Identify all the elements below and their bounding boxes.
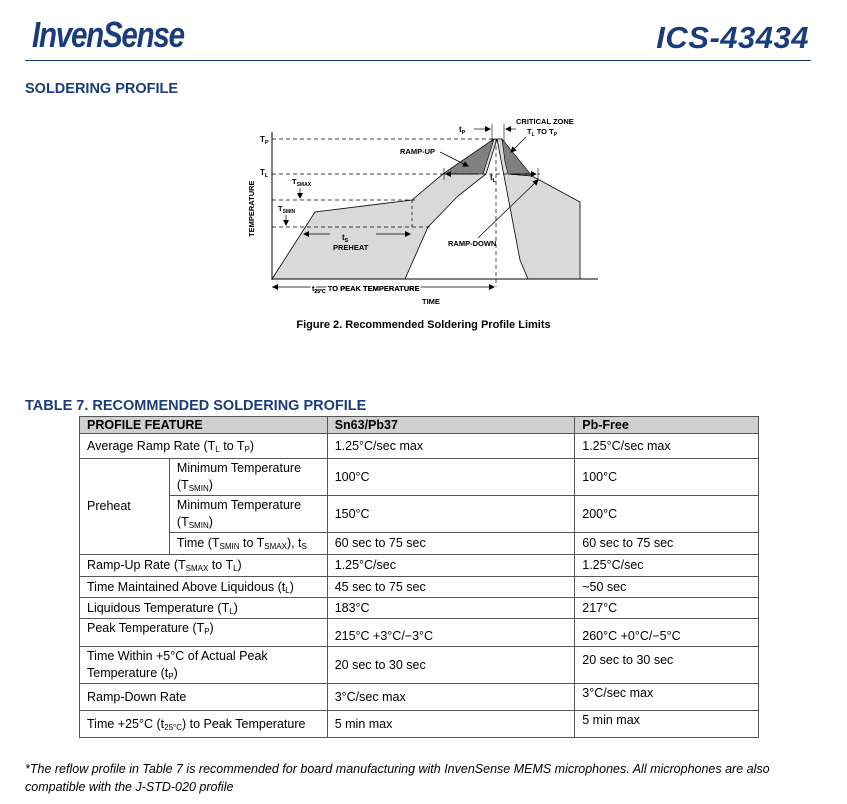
cell-sn63: 20 sec to 30 sec	[326, 646, 576, 684]
cell-pb-free: 217°C	[574, 597, 759, 619]
table-row: Time Maintained Above Liquidous (tL) 45 …	[79, 576, 759, 598]
cell-sn63: 100°C	[326, 458, 576, 496]
cell-pb-free: 3°C/sec max	[574, 683, 759, 711]
x-axis-title: TIME	[422, 297, 440, 306]
figure-caption: Figure 2. Recommended Soldering Profile …	[296, 319, 551, 331]
row-label: Ramp-Up Rate (TSMAX to TL)	[79, 554, 328, 577]
cell-pb-free: 60 sec to 75 sec	[574, 532, 759, 555]
cell-pb-free: 1.25°C/sec max	[574, 433, 759, 459]
table-row: Preheat Minimum Temperature (TSMIN) 100°…	[79, 458, 759, 555]
cell-sn63: 215°C +3°C/−3°C	[326, 618, 576, 647]
table-title: TABLE 7. RECOMMENDED SOLDERING PROFILE	[25, 398, 367, 414]
tp-level-label: TP	[260, 135, 269, 146]
row-label: Peak Temperature (TP)	[79, 618, 328, 647]
row-label: Liquidous Temperature (TL)	[79, 597, 328, 619]
table-header-row: PROFILE FEATURE Sn63/Pb37 Pb-Free	[79, 416, 759, 434]
row-label: Average Ramp Rate (TL to TP)	[79, 433, 328, 459]
row-label: Minimum Temperature (TSMIN)	[168, 495, 328, 533]
table-row: Liquidous Temperature (TL) 183°C 217°C	[79, 597, 759, 619]
table-row: Ramp-Down Rate 3°C/sec max 3°C/sec max	[79, 683, 759, 711]
row-label: Minimum Temperature (TSMIN)	[168, 458, 328, 496]
table-row: Time Within +5°C of Actual Peak Temperat…	[79, 646, 759, 684]
part-number: ICS-43434	[656, 20, 809, 55]
table-row: Peak Temperature (TP) 215°C +3°C/−3°C 26…	[79, 618, 759, 647]
table-row: Average Ramp Rate (TL to TP) 1.25°C/sec …	[79, 433, 759, 459]
tl-time-label: tL	[490, 173, 497, 184]
row-label: Ramp-Down Rate	[79, 683, 328, 711]
tsmax-label: TSMAX	[292, 177, 312, 188]
cell-sn63: 5 min max	[326, 710, 576, 738]
ramp-up-label: RAMP-UP	[400, 147, 435, 156]
row-label: Time +25°C (t25°C) to Peak Temperature	[79, 710, 328, 738]
cell-pb-free: 1.25°C/sec	[574, 554, 759, 577]
y-axis-title: TEMPERATURE	[247, 180, 256, 237]
tsmin-label: TSMIN	[278, 204, 295, 215]
cell-sn63: 183°C	[326, 597, 576, 619]
row-label: Time Maintained Above Liquidous (tL)	[79, 576, 328, 598]
profile-envelope	[271, 138, 581, 280]
cell-pb-free: 200°C	[574, 495, 759, 533]
cell-pb-free: 260°C +0°C/−5°C	[574, 618, 759, 647]
soldering-profile-table: PROFILE FEATURE Sn63/Pb37 Pb-Free Averag…	[79, 416, 759, 738]
cell-pb-free: 100°C	[574, 458, 759, 496]
table-row: Time +25°C (t25°C) to Peak Temperature 5…	[79, 710, 759, 738]
soldering-profile-figure: TP TL TSMAX TSMIN TEMPERATURE tS PREHEAT…	[247, 117, 598, 306]
cell-sn63: 45 sec to 75 sec	[326, 576, 576, 598]
table-row: Minimum Temperature (TSMIN) 150°C 200°C	[80, 495, 759, 533]
preheat-label: Preheat	[79, 458, 170, 555]
tl-level-label: TL	[260, 168, 269, 179]
cell-sn63: 3°C/sec max	[326, 683, 576, 711]
footnote: *The reflow profile in Table 7 is recomm…	[25, 762, 770, 794]
cell-sn63: 1.25°C/sec max	[326, 433, 576, 459]
header-sn63: Sn63/Pb37	[326, 416, 576, 434]
table-row: Time (TSMIN to TSMAX), tS 60 sec to 75 s…	[80, 532, 759, 555]
t25-label-text: t25°C TO PEAK TEMPERATURE	[312, 284, 420, 295]
preheat-label: PREHEAT	[333, 243, 369, 252]
ramp-down-label: RAMP-DOWN	[448, 239, 496, 248]
cell-pb-free: ~50 sec	[574, 576, 759, 598]
cell-sn63: 150°C	[326, 495, 576, 533]
header-profile-feature: PROFILE FEATURE	[79, 416, 328, 434]
invensense-logo: InvenSense	[32, 14, 185, 55]
critical-zone-range: TL TO TP	[527, 127, 558, 138]
cell-sn63: 60 sec to 75 sec	[326, 532, 576, 555]
row-label: Time (TSMIN to TSMAX), tS	[168, 532, 328, 555]
tp-time-label: tP	[459, 125, 466, 136]
cell-pb-free: 5 min max	[574, 710, 759, 738]
ts-label: tS	[342, 233, 349, 244]
section-heading: SOLDERING PROFILE	[25, 81, 179, 97]
header-divider	[25, 60, 811, 61]
row-label: Time Within +5°C of Actual Peak Temperat…	[79, 646, 328, 684]
header-pb-free: Pb-Free	[574, 416, 759, 434]
cell-sn63: 1.25°C/sec	[326, 554, 576, 577]
critical-zone-right	[501, 137, 533, 177]
table-row: Ramp-Up Rate (TSMAX to TL) 1.25°C/sec 1.…	[79, 554, 759, 577]
critical-zone-label: CRITICAL ZONE	[516, 117, 574, 126]
cell-pb-free: 20 sec to 30 sec	[574, 646, 759, 684]
t25-label: t25°C TO PEAK TEMPERATURE	[312, 284, 420, 295]
